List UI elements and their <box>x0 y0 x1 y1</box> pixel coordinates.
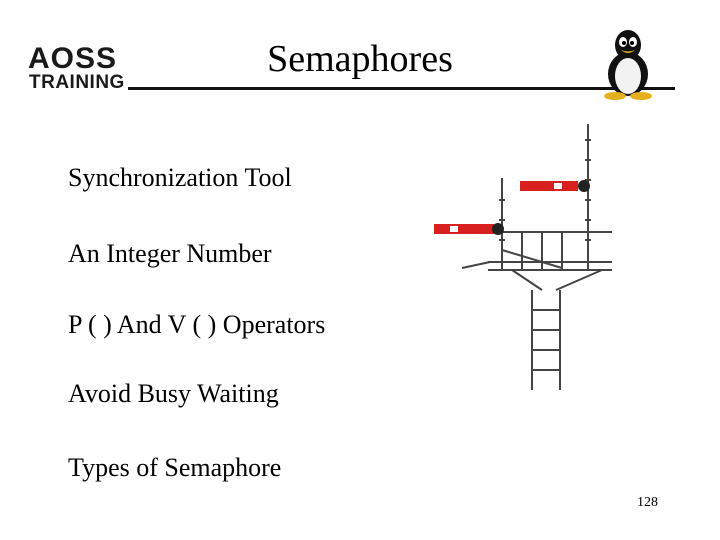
bullet-synchronization-tool: Synchronization Tool <box>68 163 292 192</box>
railway-semaphore-signal-image <box>434 124 612 390</box>
title-underline <box>128 87 675 90</box>
logo-text-aoss: AOSS <box>28 42 118 75</box>
bullet-types-of-semaphore: Types of Semaphore <box>68 453 282 482</box>
slide-title: Semaphores <box>267 38 453 80</box>
aoss-training-logo: AOSS TRAINING <box>28 44 128 94</box>
bullet-avoid-busy-waiting: Avoid Busy Waiting <box>68 379 279 408</box>
tux-penguin-icon <box>604 30 652 100</box>
page-number: 128 <box>637 495 658 510</box>
bullet-integer-number: An Integer Number <box>68 239 272 268</box>
bullet-p-v-operators: P ( ) And V ( ) Operators <box>68 310 326 339</box>
logo-text-training: TRAINING <box>29 72 125 93</box>
